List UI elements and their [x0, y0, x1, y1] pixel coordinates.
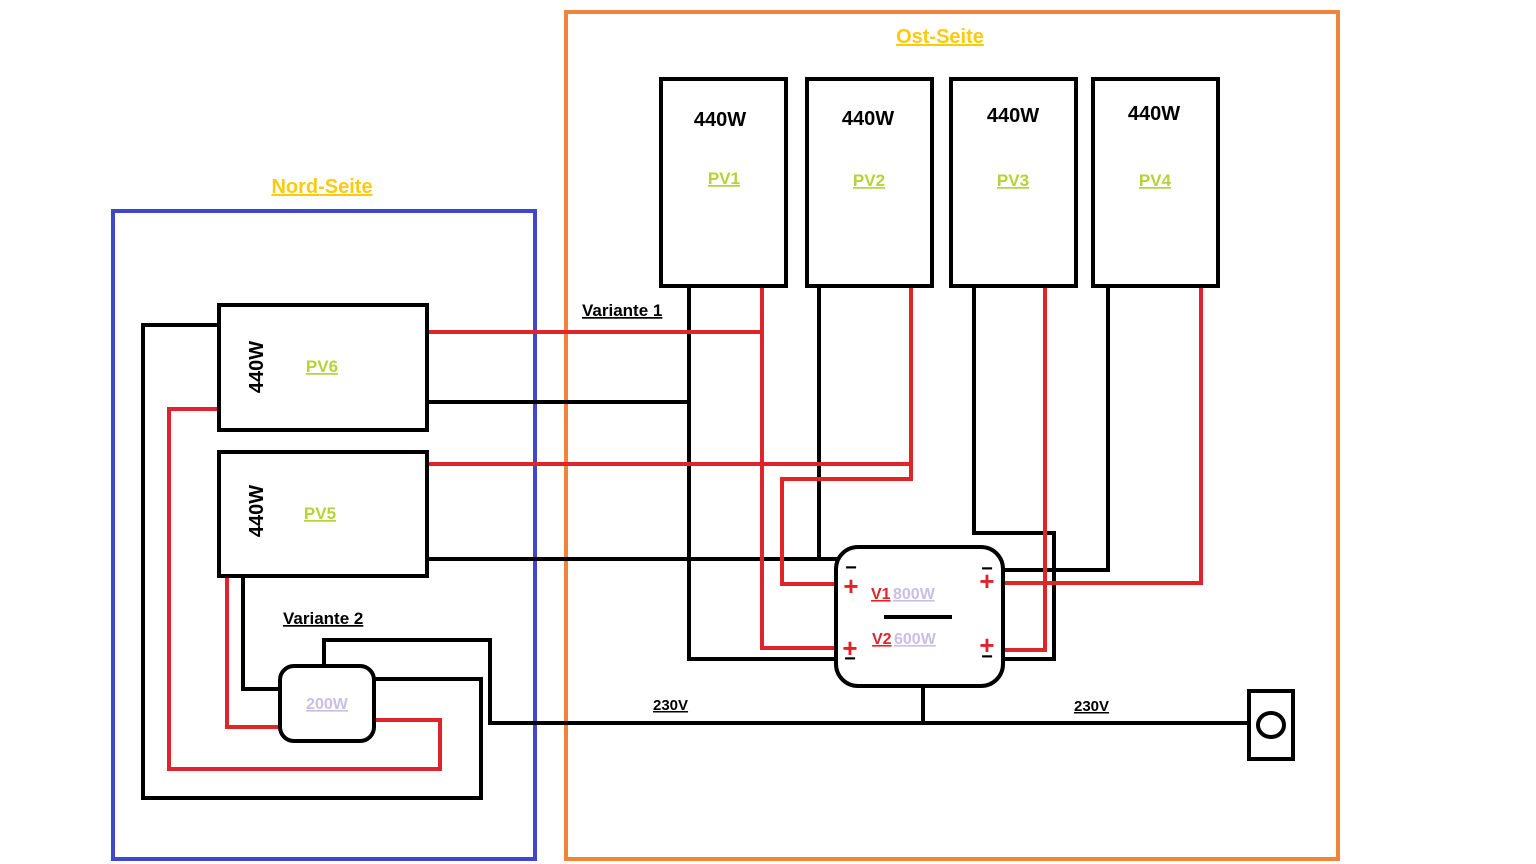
pv4-negative-wire — [1001, 285, 1110, 572]
north-side-region — [111, 209, 537, 861]
pv1-negative-wire — [687, 285, 838, 661]
power-socket — [1247, 689, 1295, 761]
positive-wires — [167, 285, 1203, 771]
pv5-power: 440W — [246, 485, 268, 537]
pv4-panel: 440W PV4 — [1091, 77, 1220, 288]
inverter-v1-power: 800W — [893, 586, 936, 603]
pv6-panel: 440W PV6 — [217, 303, 429, 432]
negative-wires — [141, 285, 1250, 800]
pv2-name: PV2 — [853, 171, 885, 190]
inverter-minus-bottom-left: − — [844, 648, 856, 670]
east-side-title: Ost-Seite — [896, 26, 984, 48]
pv1-positive-wire — [760, 285, 838, 650]
inverter-plus-bottom-right: + — [979, 630, 994, 660]
pv3-positive-wire — [1001, 285, 1047, 652]
inverter-plus-top-right: + — [979, 566, 994, 596]
pv5-small-inverter-negative — [241, 575, 282, 691]
inverter-v2-label: V2 — [872, 631, 892, 648]
pv4-name: PV4 — [1139, 171, 1172, 190]
inverter-minus-bottom-right: − — [981, 646, 993, 668]
socket-outlet-icon — [1256, 711, 1286, 739]
pv6-name: PV6 — [306, 357, 338, 376]
pv6-loop-negative — [141, 323, 483, 800]
pv5-panel: 440W PV5 — [217, 450, 429, 578]
small-inverter: 200W — [278, 664, 376, 743]
inverter-plus-bottom-left: + — [842, 633, 857, 663]
ac-voltage-left: 230V — [653, 697, 688, 714]
pv4-positive-wire — [1001, 285, 1203, 585]
inverter-minus-top-left: − — [845, 557, 857, 579]
variant-2-label: Variante 2 — [283, 609, 363, 628]
small-inverter-ac-wire — [322, 638, 492, 725]
pv1-panel: 440W PV1 — [659, 77, 788, 288]
inverter-minus-top-right: − — [981, 558, 993, 580]
pv1-power: 440W — [694, 109, 746, 131]
inverter-plus-top-left: + — [843, 571, 858, 601]
pv1-name: PV1 — [708, 169, 740, 188]
pv3-panel: 440W PV3 — [949, 77, 1078, 288]
pv2-power: 440W — [842, 108, 894, 130]
pv3-name: PV3 — [997, 171, 1029, 190]
pv6-loop-positive — [167, 407, 442, 771]
east-side-region — [564, 10, 1340, 861]
pv2-panel: 440W PV2 — [805, 77, 934, 288]
inverter-v2-power: 600W — [894, 631, 937, 648]
inverter-v1-label: V1 — [871, 586, 891, 603]
pv5-name: PV5 — [304, 504, 336, 523]
pv4-power: 440W — [1128, 103, 1180, 125]
pv3-negative-wire — [972, 285, 1056, 661]
variant-1-label: Variante 1 — [582, 301, 662, 320]
ac-voltage-right: 230V — [1074, 698, 1109, 715]
pv6-power: 440W — [246, 341, 268, 393]
north-side-title: Nord-Seite — [271, 176, 372, 198]
small-inverter-power: 200W — [306, 696, 349, 713]
pv2-positive-wire — [780, 285, 913, 586]
main-inverter: − + + − − + + − V1 800W V2 600W — [834, 545, 1005, 688]
pv3-power: 440W — [987, 105, 1039, 127]
pv5-small-inverter-positive — [225, 573, 282, 729]
